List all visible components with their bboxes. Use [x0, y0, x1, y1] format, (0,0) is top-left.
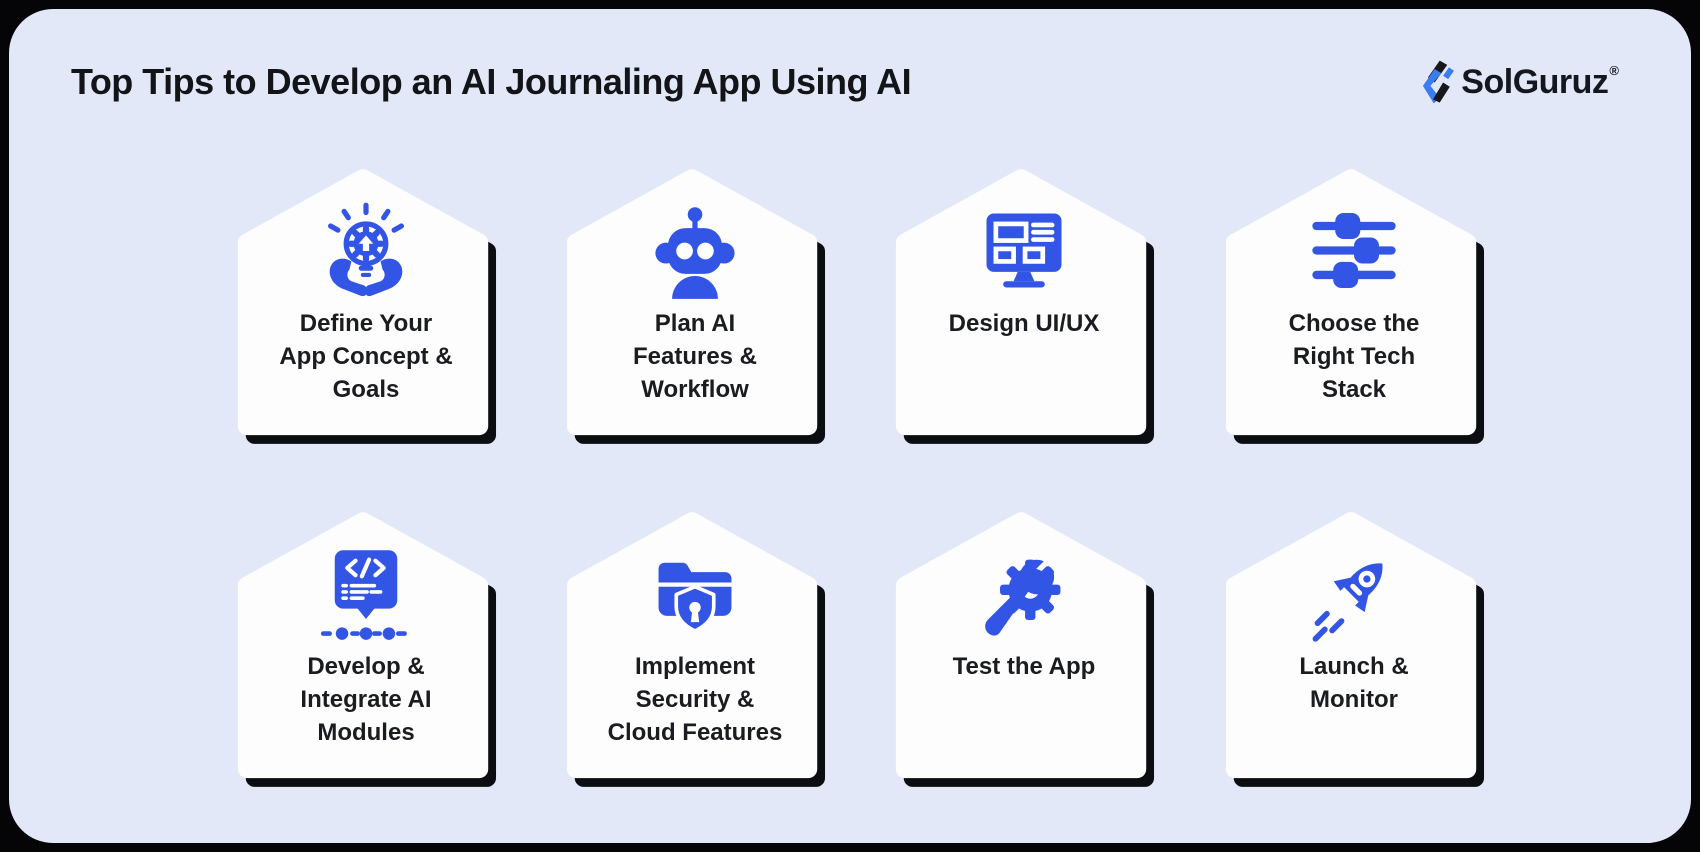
solguruz-bolt-icon: [1423, 60, 1455, 104]
gear-wrench-icon: [974, 544, 1074, 644]
card-plan-ai-features: Plan AI Features & Workflow: [564, 165, 826, 451]
card-launch-monitor: Launch & Monitor: [1223, 508, 1485, 794]
registered-mark: ®: [1609, 63, 1619, 78]
card-label: Choose the Right Tech Stack: [1288, 310, 1420, 403]
card-test-the-app: Test the App: [893, 508, 1155, 794]
rocket-icon: [1304, 544, 1404, 644]
robot-icon: [645, 201, 745, 301]
card-label: Design UI/UX: [948, 310, 1100, 337]
card-define-app-concept: Define Your App Concept & Goals: [235, 165, 497, 451]
card-label: Develop & Integrate AI Modules: [300, 653, 432, 746]
infographic-panel: Top Tips to Develop an AI Journaling App…: [9, 9, 1691, 843]
card-implement-security-cloud: Implement Security & Cloud Features: [564, 508, 826, 794]
card-develop-integrate-ai: Develop & Integrate AI Modules: [235, 508, 497, 794]
card-label: Implement Security & Cloud Features: [607, 653, 783, 746]
card-label: Test the App: [952, 653, 1096, 680]
card-label: Define Your App Concept & Goals: [279, 310, 453, 403]
code-module-icon: [316, 544, 416, 644]
sliders-icon: [1304, 201, 1404, 301]
brand-name: SolGuruz®: [1461, 63, 1619, 101]
brand-logo: SolGuruz®: [1417, 59, 1619, 106]
hands-idea-gear-icon: [316, 201, 416, 301]
card-label: Plan AI Features & Workflow: [632, 310, 758, 403]
card-label: Launch & Monitor: [1299, 653, 1409, 713]
monitor-wireframe-icon: [974, 201, 1074, 301]
card-choose-tech-stack: Choose the Right Tech Stack: [1223, 165, 1485, 451]
secure-folder-icon: [645, 544, 745, 644]
card-design-uiux: Design UI/UX: [893, 165, 1155, 451]
page-title: Top Tips to Develop an AI Journaling App…: [71, 61, 912, 102]
